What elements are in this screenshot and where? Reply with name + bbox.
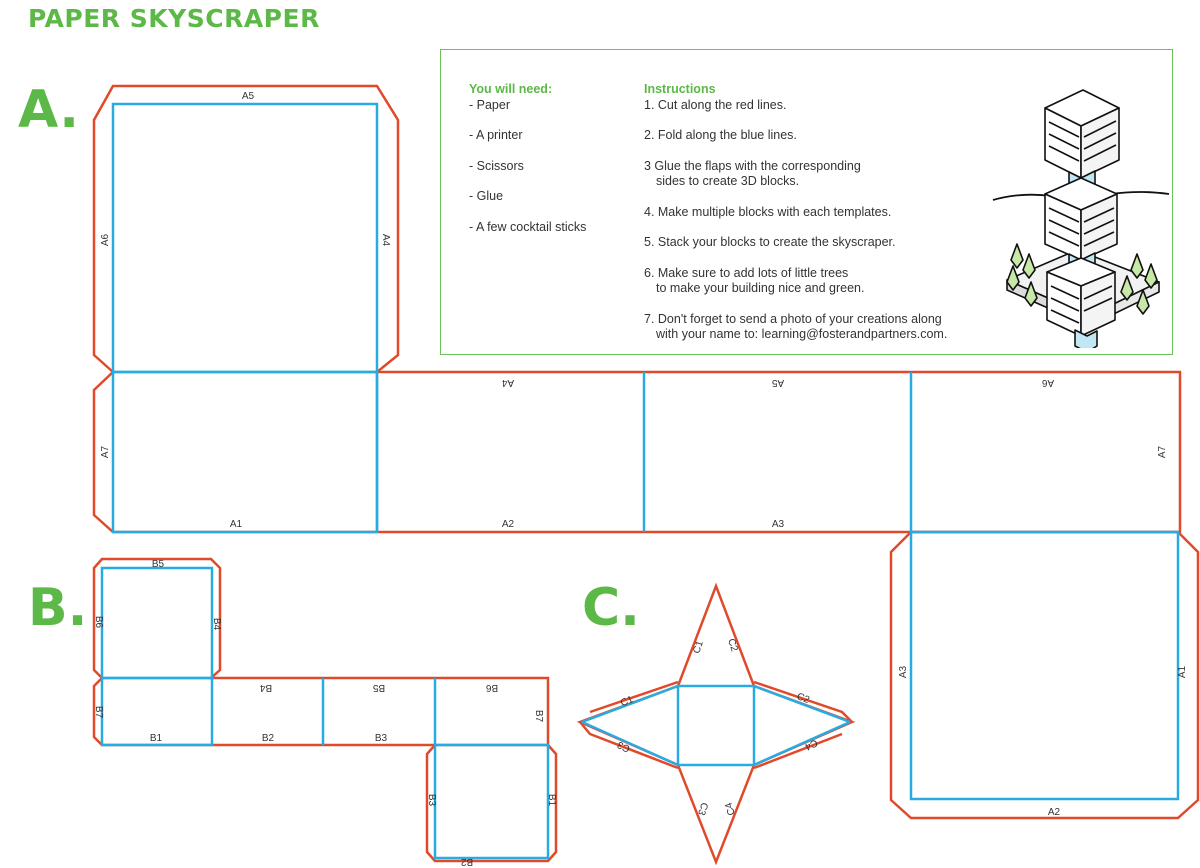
instruction-step: 7. Don't forget to send a photo of your … — [644, 311, 942, 326]
section-b-label: B. — [28, 578, 88, 638]
b-face-bottom — [433, 743, 550, 860]
a-label-a3-square: A3 — [898, 665, 909, 678]
needs-item: - Paper — [469, 97, 510, 112]
c-label-c3-bottom: C3 — [695, 801, 710, 817]
instruction-step-cont: to make your building nice and green. — [656, 281, 865, 295]
needs-item: - Scissors — [469, 158, 524, 173]
c-flap-edge-4 — [753, 732, 843, 770]
c-flap-edge-3 — [753, 680, 853, 723]
a-label-a2-square: A2 — [1048, 807, 1061, 818]
b-label-b2: B2 — [262, 733, 275, 744]
section-a-label: A. — [18, 80, 79, 140]
c-fold-2 — [581, 720, 679, 767]
needs-item: - A printer — [469, 128, 523, 142]
a-label-a4-flipped: A4 — [501, 377, 514, 388]
c-face-base — [676, 684, 756, 767]
instruction-step-cont: sides to create 3D blocks. — [656, 174, 800, 188]
instructions-panel: You will need: - Paper - A printer - Sci… — [440, 49, 1173, 355]
b-label-b2-square: B2 — [460, 856, 473, 867]
b-label-b3-square: B3 — [426, 794, 437, 807]
instruction-step: 5. Stack your blocks to create the skysc… — [644, 235, 896, 249]
a-label-a2: A2 — [502, 519, 515, 530]
template-a: A5 A6 A4 A7 A7 A1 A2 A3 A4 A5 A6 A3 A1 A… — [92, 84, 1200, 820]
a-label-a1: A1 — [230, 519, 243, 530]
a-label-a7-right: A7 — [1157, 445, 1168, 458]
c-flap-edge-2 — [579, 721, 679, 770]
b-face-top — [100, 566, 214, 680]
b-label-b6: B6 — [93, 616, 104, 629]
b-label-b4-flipped: B4 — [259, 682, 272, 693]
b-label-b4: B4 — [211, 618, 222, 631]
a-face-bottom — [909, 530, 1180, 801]
a-label-a5-flipped: A5 — [771, 377, 784, 388]
needs-column: You will need: - Paper - A printer - Sci… — [469, 82, 629, 235]
c-flap-edge-1 — [589, 680, 679, 714]
c-label-c1-top: C1 — [691, 639, 706, 655]
needs-item: - A few cocktail sticks — [469, 219, 587, 234]
instructions-column: Instructions 1. Cut along the red lines.… — [644, 82, 964, 343]
a-label-a6-flipped: A6 — [1041, 377, 1054, 388]
a-label-a4: A4 — [380, 234, 391, 247]
instruction-step: 1. Cut along the red lines. — [644, 97, 787, 112]
b-label-b1: B1 — [150, 733, 163, 744]
template-b-cut-line — [92, 557, 550, 747]
b-label-b1-square: B1 — [546, 794, 557, 807]
c-label-c2-right: C2 — [795, 691, 811, 706]
template-c-cut-line — [576, 582, 856, 866]
a-label-a3: A3 — [772, 519, 785, 530]
b-label-b7-right: B7 — [533, 710, 544, 723]
c-fold-4 — [753, 720, 851, 767]
b-label-b5: B5 — [152, 559, 165, 570]
instruction-step: 6. Make sure to add lots of little trees — [644, 265, 849, 280]
template-c: C1 C2 C1 C3 C2 C4 C3 C4 — [576, 582, 856, 866]
b-label-b5-flipped: B5 — [372, 682, 385, 693]
a-face-top — [111, 102, 379, 374]
template-a-cut-line — [92, 84, 1182, 534]
a-label-a1-square: A1 — [1177, 665, 1188, 678]
a-label-a7: A7 — [100, 445, 111, 458]
b-face-1 — [100, 676, 214, 747]
c-label-c2-top: C2 — [725, 637, 740, 653]
c-fold-1 — [581, 684, 679, 724]
instruction-step: 4. Make multiple blocks with each templa… — [644, 204, 892, 219]
a-face-1 — [111, 370, 379, 534]
a-label-a5: A5 — [242, 91, 255, 102]
c-fold-3 — [753, 684, 851, 724]
needs-item: - Glue — [469, 189, 504, 203]
skyscraper-illustration — [992, 89, 1170, 348]
b-label-b3: B3 — [375, 733, 388, 744]
c-label-c4-right: C4 — [803, 737, 820, 753]
c-label-c1-left: C1 — [619, 694, 635, 709]
needs-heading: You will need: — [469, 82, 553, 96]
c-label-c4-bottom: C4 — [723, 801, 738, 817]
section-c-label: C. — [582, 578, 640, 638]
c-label-c3-left: C3 — [615, 738, 632, 754]
template-b-square-cut-line — [425, 744, 558, 863]
b-label-b7: B7 — [93, 706, 104, 719]
instructions-heading: Instructions — [644, 82, 716, 96]
template-a-square-cut-line — [889, 530, 1200, 820]
a-label-a6: A6 — [100, 233, 111, 246]
instruction-step: 3 Glue the flaps with the corresponding — [644, 158, 861, 173]
instruction-step-cont: with your name to: learning@fosterandpar… — [656, 327, 948, 341]
instruction-step: 2. Fold along the blue lines. — [644, 128, 797, 142]
template-b: B5 B6 B4 B7 B1 B2 B3 B4 B5 B6 B7 B3 B1 B… — [92, 557, 558, 867]
b-label-b6-flipped: B6 — [485, 682, 498, 693]
page-title: PAPER SKYSCRAPER — [28, 4, 320, 33]
